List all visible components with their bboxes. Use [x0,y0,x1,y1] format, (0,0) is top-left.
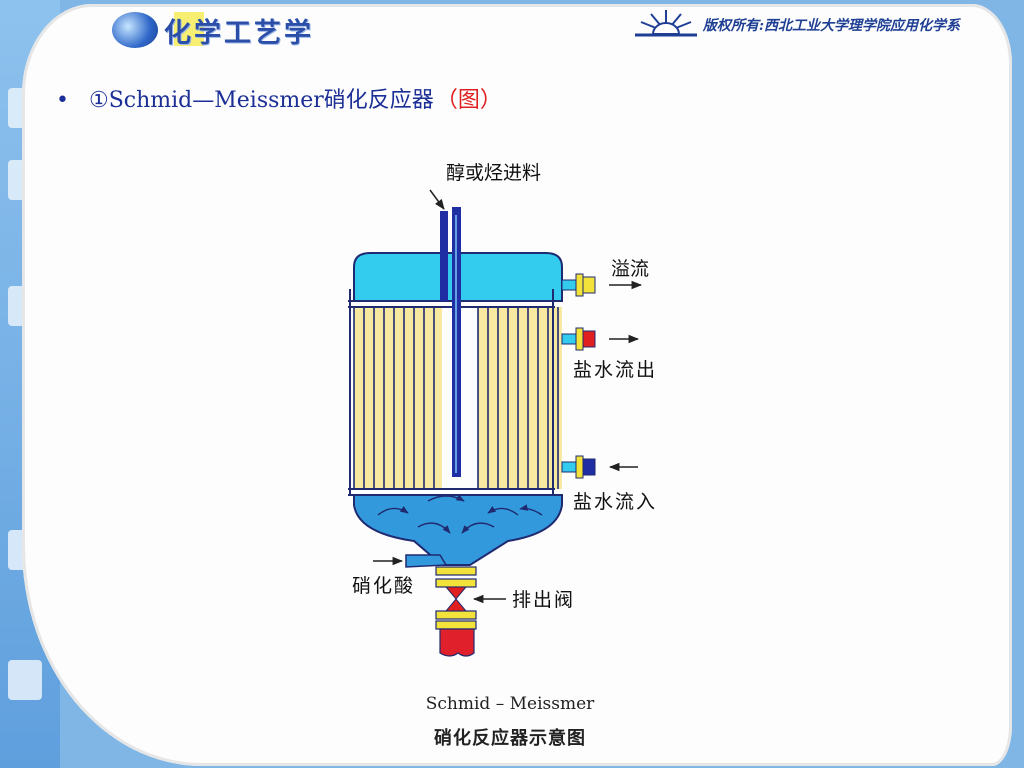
overflow-nozzle-cap [582,276,596,294]
tube-bundle [353,307,562,489]
tube-bank [478,307,562,489]
sunrise-icon [634,10,697,37]
overflow-nozzle-stub [561,279,577,291]
course-logo: 化学工艺学 [112,10,314,50]
overflow-nozzle-flange [575,273,584,297]
bottom-chamber-body [353,494,563,566]
label-discharge-valve: 排出阀 [512,589,575,611]
brine-out-nozzle-flange [575,327,584,351]
label-feed: 醇或烃进料 [446,162,541,184]
outlet-pipe [439,628,475,657]
label-overflow: 溢流 [611,258,649,280]
logo-title: 化学工艺学 [164,17,314,49]
flow-arrow [417,522,451,534]
valve-flange-low [435,610,477,620]
brine-in-nozzle-stub [561,461,577,473]
caption-title: Schmid – Meissmer [425,694,595,714]
nitric-acid-inlet [405,554,448,568]
brine-in-nozzle-flange [575,455,584,479]
bottom-chamber [353,494,563,566]
feed-pipe [440,207,461,477]
copyright-text: 版权所有:西北工业大学理学院应用化学系 [702,18,960,34]
label-brine-in: 盐水流入 [573,491,657,513]
decor-block [8,660,42,700]
valve-flange-mid [435,578,477,588]
logo-accent [174,12,204,46]
feed-arrow [429,189,445,210]
flow-arrow [519,504,543,516]
globe-icon [112,12,158,48]
label-nitric-acid: 硝化酸 [352,575,415,597]
nozzles [405,273,596,657]
flow-arrow [377,506,409,516]
flow-arrow [427,494,465,502]
valve-flange-top [435,566,477,576]
tube-bank [354,307,442,489]
flow-arrow [487,506,519,516]
label-brine-out: 盐水流出 [573,359,657,381]
caption-subtitle: 硝化反应器示意图 [434,728,586,749]
copyright-banner: 版权所有:西北工业大学理学院应用化学系 [633,8,960,42]
reactor-diagram: 醇或烃进料 溢流 盐水流出 盐水流入 硝化酸 排出阀 [348,162,657,657]
brine-out-nozzle-stub [561,333,577,345]
brine-in-nozzle-cap [582,458,596,476]
valve-body [444,586,468,612]
bullet-item: • ①Schmid—Meissmer硝化反应器 （图） [56,82,502,114]
brine-out-nozzle-cap [582,330,596,348]
valve-flange-bottom [435,620,477,630]
feed-pipe-outer [440,211,448,301]
shell-details [348,289,555,496]
bullet-symbol: • [56,88,69,113]
figure-link[interactable]: （图） [435,88,502,113]
bullet-text: ①Schmid—Meissmer硝化反应器 [88,88,434,113]
flow-arrow [461,522,495,534]
flow-arrows [377,494,543,534]
